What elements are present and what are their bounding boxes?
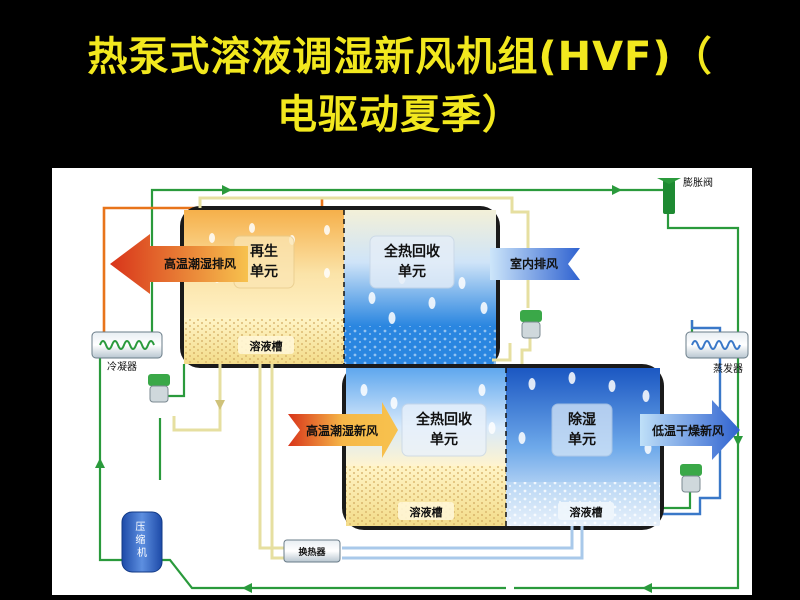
page-title-line2: 电驱动夏季） — [277, 92, 523, 138]
heat-recovery-top-label-1: 全热回收 — [383, 243, 441, 260]
heat-recovery-bottom-label-1: 全热回收 — [415, 411, 473, 428]
compressor: 压 缩 机 — [121, 511, 163, 573]
regen-unit-label-1: 再生 — [250, 243, 278, 260]
indoor-exhaust-arrow: 室内排风 — [490, 248, 580, 280]
solution-tank-bottom-left-label: 溶液槽 — [410, 505, 443, 519]
hvf-diagram: 再生 单元 全热回收 单元 溶液槽 — [52, 168, 752, 595]
page-title-line1: 热泵式溶液调湿新风机组(HVF)（ — [87, 34, 713, 80]
condenser: 冷凝器 — [91, 331, 163, 373]
evaporator-label: 蒸发器 — [713, 362, 743, 375]
exhaust-hot-arrow: 高温潮湿排风 — [110, 234, 248, 294]
compressor-label-1: 压 — [135, 521, 145, 533]
condenser-label: 冷凝器 — [107, 360, 137, 373]
hvf-diagram-svg: 再生 单元 全热回收 单元 溶液槽 — [91, 176, 749, 593]
expansion-valve: 膨胀阀 — [657, 176, 713, 214]
expansion-valve-label: 膨胀阀 — [683, 176, 713, 189]
pump-top-right — [520, 310, 542, 339]
evaporator: 蒸发器 — [685, 331, 749, 375]
pump-dehumid — [680, 464, 702, 493]
dehumid-unit-label-2: 单元 — [568, 431, 596, 448]
regen-unit-label-2: 单元 — [250, 263, 278, 280]
heat-exchanger: 换热器 — [283, 539, 341, 563]
dehumid-unit-label-1: 除湿 — [568, 411, 596, 428]
pump-regen — [148, 374, 170, 403]
fresh-air-out-arrow: 低温干燥新风 — [640, 400, 740, 460]
compressor-label-2: 缩 — [135, 533, 145, 546]
lower-solution-lines — [342, 526, 584, 560]
compressor-label: 压 缩 机 — [135, 521, 148, 559]
refrigerant-flow-arrows — [95, 185, 743, 593]
heat-exchanger-label: 换热器 — [298, 546, 326, 558]
compressor-label-3: 机 — [137, 546, 147, 559]
arrow-exhaust-hot-label: 高温潮湿排风 — [164, 256, 236, 271]
heat-recovery-bottom-label-2: 单元 — [430, 431, 458, 448]
solution-tank-top-label: 溶液槽 — [250, 339, 283, 353]
fresh-air-in-arrow: 高温潮湿新风 — [288, 402, 398, 458]
page-title: 热泵式溶液调湿新风机组(HVF)（ 电驱动夏季） — [0, 28, 800, 144]
solution-lines — [172, 196, 532, 560]
solution-tank-bottom-right-label: 溶液槽 — [570, 505, 603, 519]
lower-droplets — [360, 372, 652, 454]
heat-recovery-top-label-2: 单元 — [398, 263, 426, 280]
arrow-fresh-air-out-label: 低温干燥新风 — [651, 423, 724, 438]
arrow-indoor-exhaust-label: 室内排风 — [510, 256, 558, 271]
cold-refrigerant-line — [612, 320, 722, 516]
arrow-fresh-air-in-label: 高温潮湿新风 — [306, 423, 378, 438]
